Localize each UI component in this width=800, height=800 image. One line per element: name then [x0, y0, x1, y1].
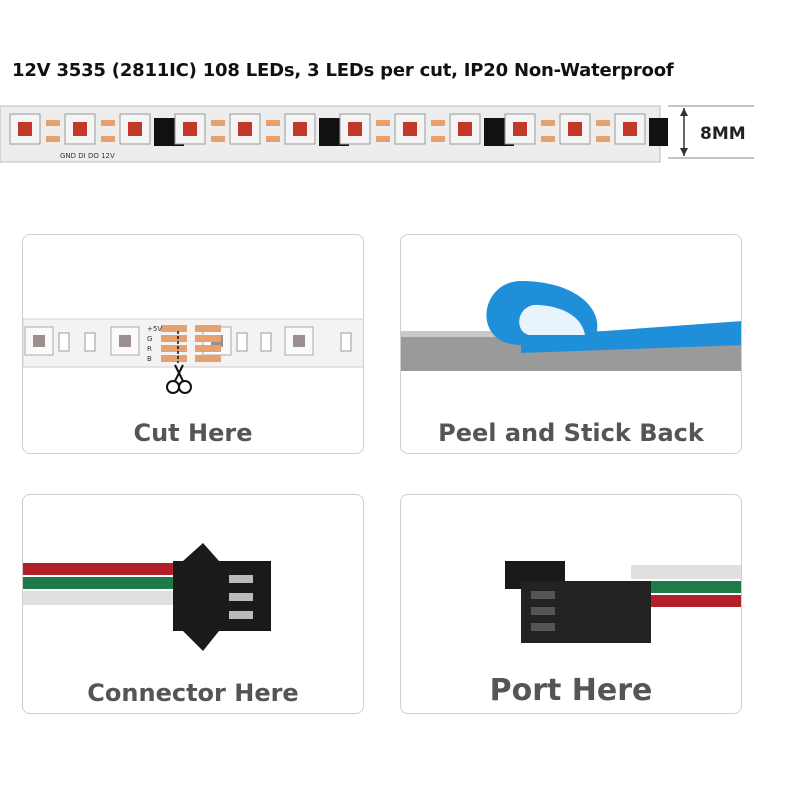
cut-pad-left	[161, 325, 187, 332]
led-die	[458, 122, 472, 136]
width-dimension-marker	[668, 104, 754, 160]
led-die	[403, 122, 417, 136]
connector-panel: Connector Here	[22, 494, 364, 714]
led-die	[18, 122, 32, 136]
copper-pad	[431, 120, 445, 126]
copper-pad	[541, 120, 555, 126]
cut-pad-left	[161, 335, 187, 342]
driver-ic	[649, 118, 668, 146]
copper-pad	[541, 136, 555, 142]
copper-pad	[46, 136, 60, 142]
copper-pad	[101, 120, 115, 126]
cut-here-caption: Cut Here	[133, 419, 253, 447]
copper-pad	[376, 120, 390, 126]
led-die	[183, 122, 197, 136]
cut-pad-right	[195, 325, 221, 332]
resistor	[236, 332, 248, 352]
led-die	[128, 122, 142, 136]
cut-strip-illustration: +5V GRB	[23, 318, 363, 394]
cut-pad-label: G	[147, 335, 152, 343]
port-caption: Port Here	[489, 673, 653, 708]
copper-pad	[101, 136, 115, 142]
copper-pad	[596, 136, 610, 142]
led-die	[623, 122, 637, 136]
adhesive-tape-illustration	[401, 281, 741, 371]
scissors-icon	[166, 364, 192, 394]
led-die	[293, 335, 305, 347]
led-die	[348, 122, 362, 136]
copper-pad	[266, 136, 280, 142]
port-panel: Port Here	[400, 494, 742, 714]
resistor	[260, 332, 272, 352]
resistor	[58, 332, 70, 352]
led-die	[73, 122, 87, 136]
copper-pad	[266, 120, 280, 126]
copper-pad	[211, 136, 225, 142]
copper-pad	[431, 136, 445, 142]
copper-pad	[596, 120, 610, 126]
male-connector-illustration	[23, 543, 271, 651]
cut-pad-right	[195, 355, 221, 362]
led-die	[119, 335, 131, 347]
cut-pad-label: B	[147, 355, 152, 363]
cut-pad-left	[161, 345, 187, 352]
led-die	[238, 122, 252, 136]
peel-stick-panel: Peel and Stick Back	[400, 234, 742, 454]
cut-pad-right	[195, 345, 221, 352]
led-die	[513, 122, 527, 136]
copper-pad	[46, 120, 60, 126]
cut-pad-right	[195, 335, 221, 342]
copper-pad	[376, 136, 390, 142]
peel-stick-caption: Peel and Stick Back	[438, 419, 704, 447]
cut-pad-left	[161, 355, 187, 362]
led-chip	[614, 113, 646, 145]
cut-pad-label: R	[147, 345, 152, 353]
width-dimension-label: 8MM	[700, 124, 746, 144]
led-die	[568, 122, 582, 136]
led-die	[33, 335, 45, 347]
resistor	[84, 332, 96, 352]
cut-pad-label: +5V	[147, 325, 162, 333]
strip-pad-labels: GND DI DO 12V	[60, 152, 115, 160]
led-chip	[559, 113, 591, 145]
female-port-illustration	[505, 561, 741, 643]
copper-pad	[211, 120, 225, 126]
led-die	[293, 122, 307, 136]
resistor	[340, 332, 352, 352]
connector-caption: Connector Here	[87, 679, 299, 707]
led-strip-image: GND DI DO 12V	[0, 100, 668, 166]
led-chip	[119, 113, 151, 145]
page-title: 12V 3535 (2811IC) 108 LEDs, 3 LEDs per c…	[12, 60, 674, 81]
